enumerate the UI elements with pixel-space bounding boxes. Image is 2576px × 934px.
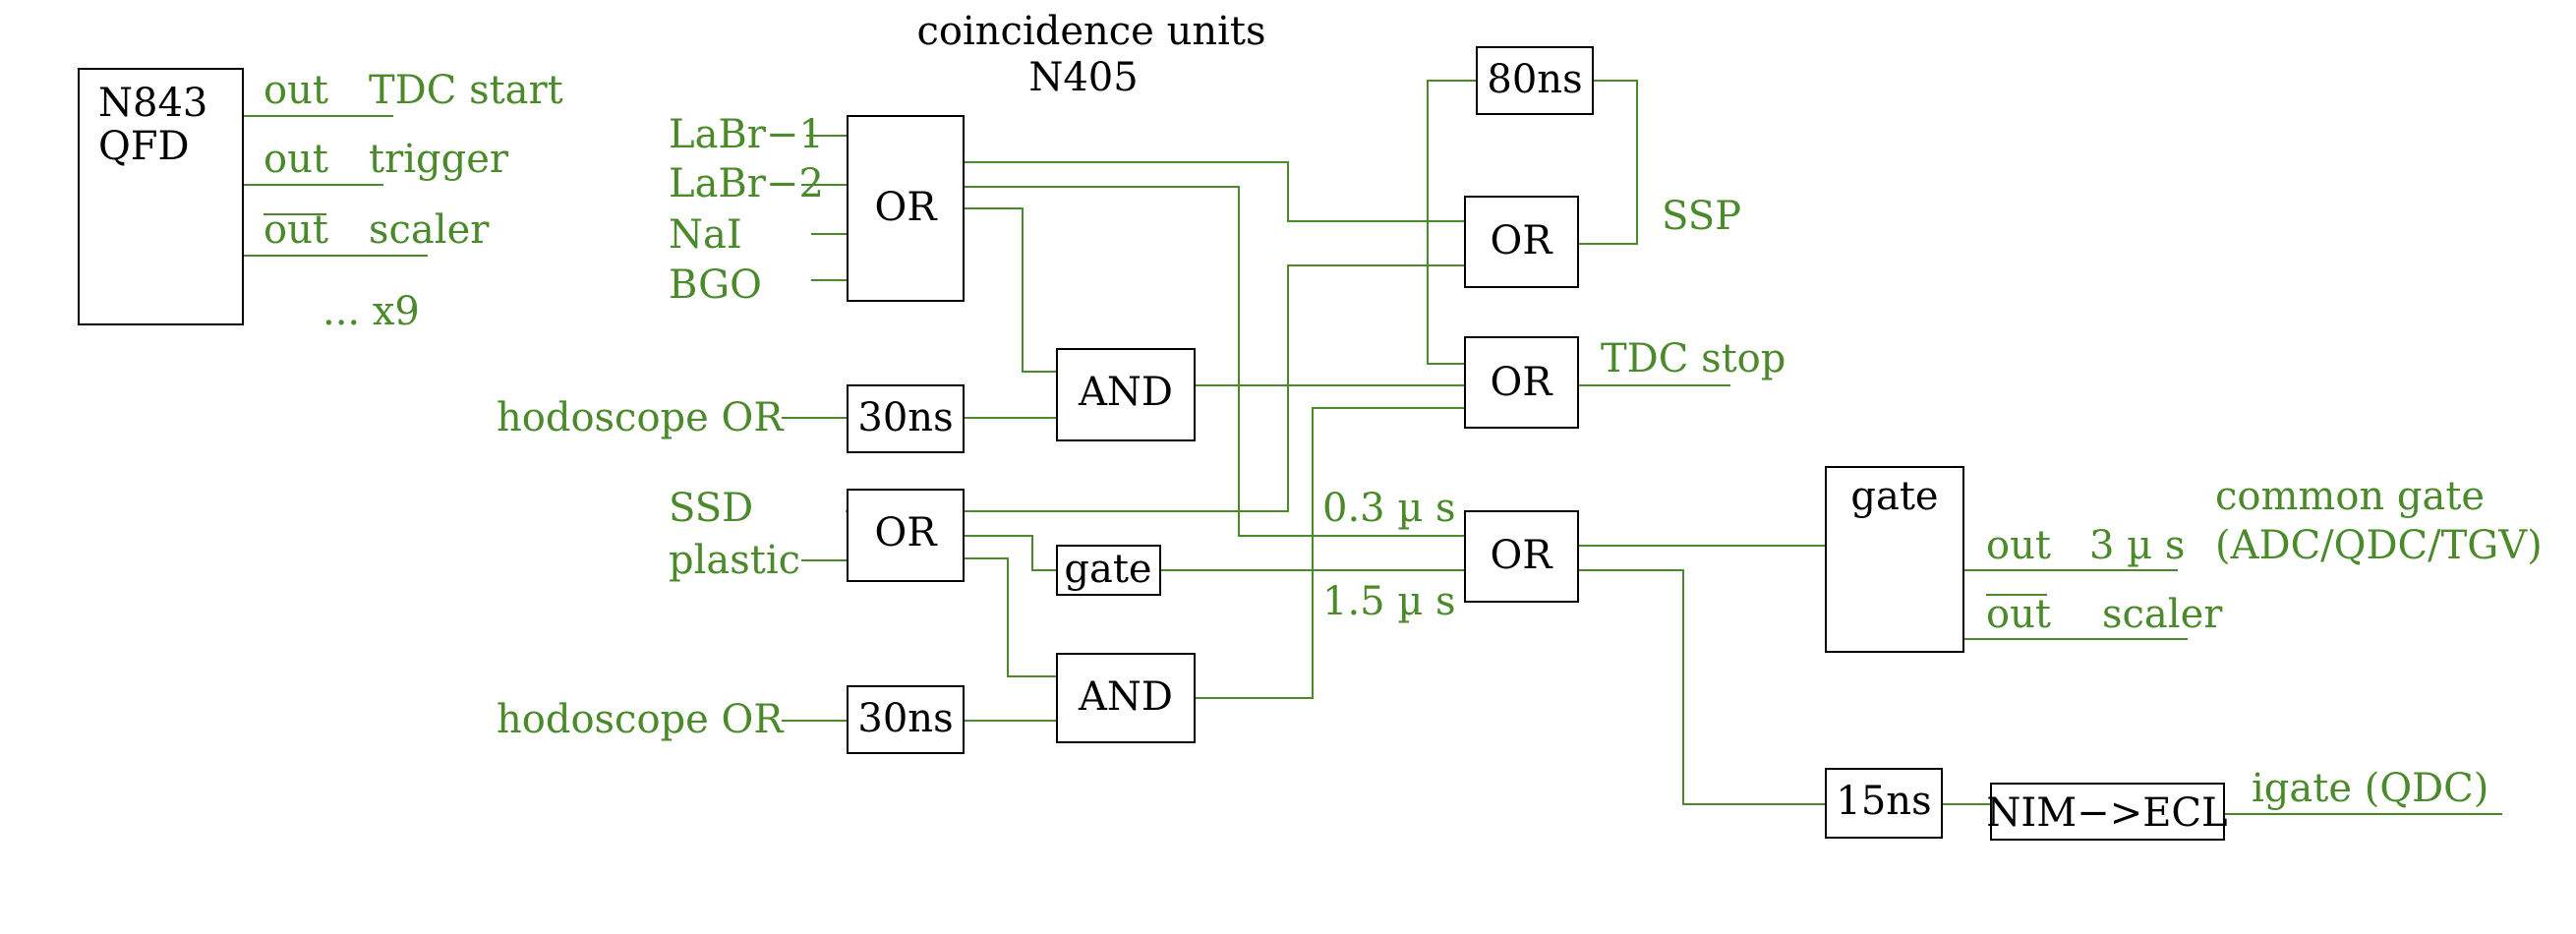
- qfd-port-2: out: [263, 137, 328, 182]
- common-gate-label-1: common gate: [2215, 474, 2485, 519]
- or-label-ssp: OR: [1491, 218, 1554, 263]
- delay-30ns-box-2: [847, 685, 965, 754]
- or-box-1: [847, 115, 965, 302]
- qfd-signal-1: TDC start: [369, 68, 563, 113]
- input-labr2: LaBr−2: [669, 161, 824, 206]
- gate-out-port: out: [1986, 523, 2051, 568]
- or-box-tdc: [1464, 336, 1579, 429]
- nim-ecl-converter-box: [1990, 783, 2225, 841]
- or-box-03: [1464, 510, 1579, 603]
- delay80-to-ssp: [1578, 80, 1638, 245]
- nim-ecl-label: NIM−>ECL: [1986, 790, 2227, 836]
- signal-labels: out TDC start out trigger out scaler ...…: [263, 68, 2543, 811]
- delay-30ns-label-1: 30ns: [857, 395, 953, 440]
- delay-03us-label: 0.3 µ s: [1322, 486, 1456, 531]
- and-label-1: AND: [1078, 370, 1173, 415]
- input-labr1: LaBr−1: [669, 112, 824, 157]
- hodoscope-label-2: hodoscope OR: [497, 697, 785, 742]
- input-ssd: SSD: [669, 486, 753, 531]
- and-box-2: [1056, 653, 1196, 743]
- qfd-multiplier: ... x9: [322, 289, 420, 334]
- or-label-tdc: OR: [1491, 360, 1554, 405]
- and-box-1: [1056, 348, 1196, 441]
- or2-to-or-ssp: [964, 264, 1465, 512]
- and2-to-or-tdc: [1195, 407, 1465, 699]
- box-labels: coincidence units N405 N843 QFD OR 30ns …: [98, 9, 2228, 836]
- gate-scaler: scaler: [2102, 592, 2223, 637]
- or-label-03: OR: [1491, 533, 1554, 578]
- delay-15us-label: 1.5 µ s: [1322, 579, 1456, 624]
- delay-30ns-box-1: [847, 384, 965, 453]
- or03-to-delay15: [1578, 569, 1826, 805]
- qfd-signal-3: scaler: [369, 207, 490, 253]
- gate-label-small: gate: [1064, 547, 1151, 592]
- tdc-stop-label: TDC stop: [1601, 336, 1786, 381]
- qfd-box: [78, 68, 244, 325]
- qfd-port-1: out: [263, 68, 328, 113]
- input-bgo: BGO: [669, 263, 762, 308]
- hodoscope-label-1: hodoscope OR: [497, 395, 785, 440]
- gate-unit-box: [1825, 466, 1964, 653]
- delay-80ns-box: [1476, 46, 1594, 115]
- header-line-1: coincidence units: [917, 9, 1266, 54]
- and-label-2: AND: [1078, 674, 1173, 720]
- wires: [243, 80, 2502, 815]
- or2-to-and2: [964, 557, 1057, 677]
- qfd-signal-2: trigger: [369, 137, 509, 182]
- input-plastic: plastic: [669, 538, 800, 583]
- boxes: [78, 46, 2225, 841]
- delay-15ns-box: [1825, 768, 1943, 839]
- header-line-2: N405: [1028, 55, 1138, 100]
- ssp-label: SSP: [1662, 194, 1741, 239]
- or1-to-or-ssp: [964, 161, 1465, 222]
- or1-to-and1: [964, 207, 1057, 373]
- or-label-1: OR: [875, 185, 939, 230]
- or1-to-or-03: [964, 186, 1465, 537]
- common-gate-label-2: (ADC/QDC/TGV): [2215, 523, 2543, 568]
- qfd-label-2: QFD: [98, 124, 190, 169]
- gate-unit-label: gate: [1850, 474, 1938, 519]
- delay-30ns-label-2: 30ns: [857, 696, 953, 741]
- delay-80ns-label: 80ns: [1487, 57, 1582, 102]
- or-label-2: OR: [875, 510, 939, 555]
- input-nai: NaI: [669, 212, 742, 258]
- igate-label: igate (QDC): [2252, 766, 2488, 811]
- gate-width: 3 µ s: [2089, 523, 2185, 568]
- gate-outbar-port: out: [1986, 592, 2051, 637]
- or2-to-gate: [964, 535, 1057, 571]
- or-tdc-to-delay80: [1427, 80, 1477, 365]
- or-box-ssp: [1464, 196, 1579, 288]
- gate-box-small: [1056, 545, 1161, 596]
- qfd-label-1: N843: [98, 81, 207, 126]
- qfd-port-3: out: [263, 207, 328, 253]
- delay-15ns-label: 15ns: [1836, 779, 1931, 824]
- or-box-2: [847, 489, 965, 582]
